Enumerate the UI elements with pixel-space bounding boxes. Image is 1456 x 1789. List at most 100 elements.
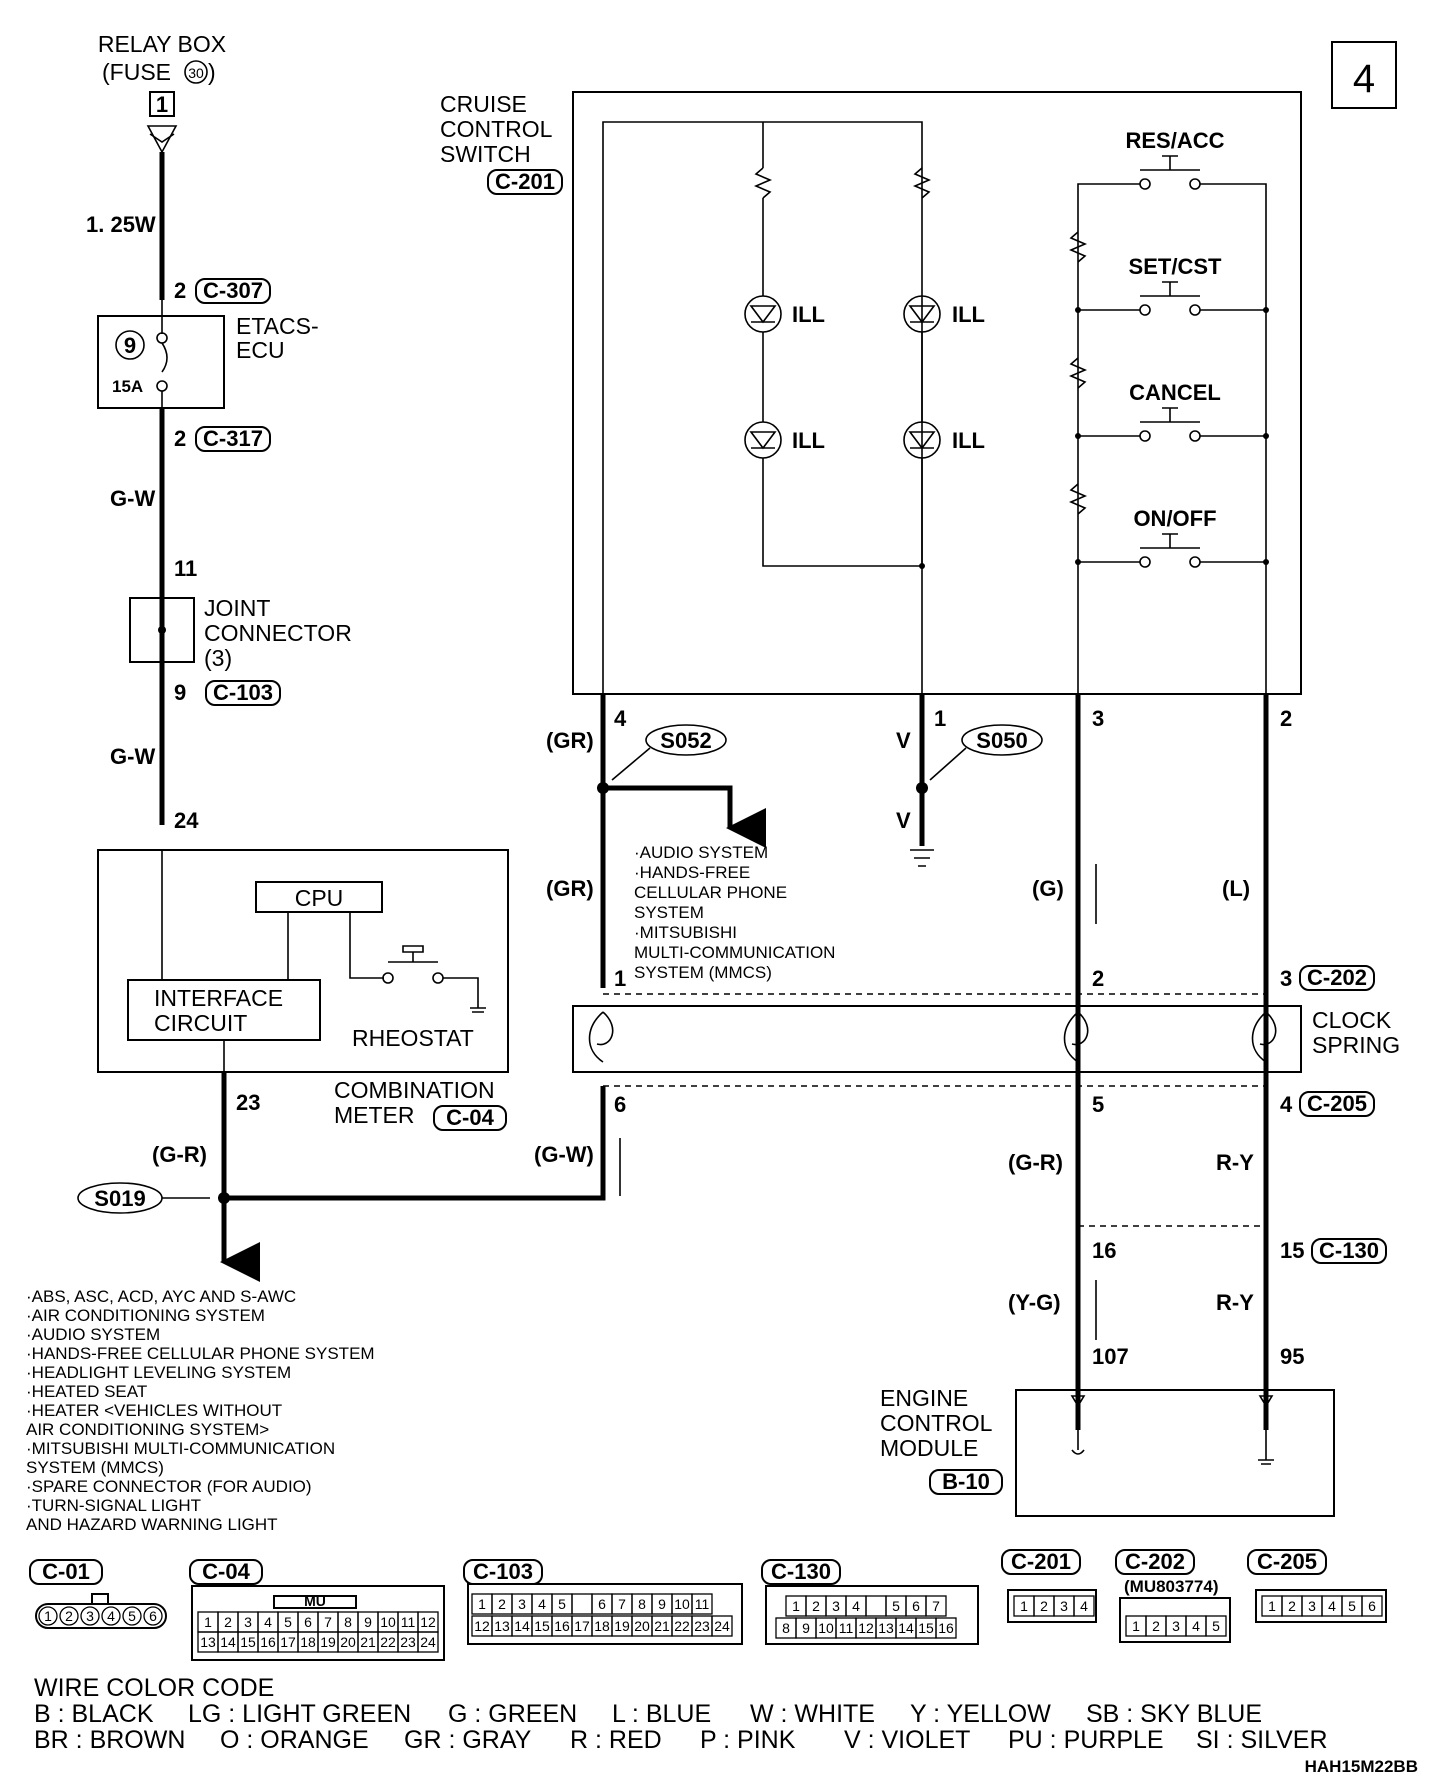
fuse-terminal-top: [156, 332, 168, 344]
junction-dot: [916, 782, 928, 794]
clock-pin-top-2: 2: [1092, 966, 1104, 991]
pin-number: 6: [912, 1598, 920, 1614]
pin-number: 5: [1212, 1618, 1220, 1634]
meter-pin-out: 23: [236, 1090, 260, 1115]
pin-number: 7: [618, 1596, 626, 1612]
ill-label-3: ILL: [792, 428, 825, 453]
connector-tag-text: C-201: [495, 169, 555, 194]
pin-number: 3: [832, 1598, 840, 1614]
clock-spring-coil: [1063, 1011, 1089, 1063]
fuse-15a-symbol: [161, 342, 168, 373]
connector-tag-text: C-201: [1011, 1549, 1071, 1574]
junction-dot: [919, 563, 925, 569]
combination-meter-box: [97, 849, 509, 1073]
ecm-input-symbol: [1071, 1449, 1085, 1455]
wire-code-entry: R : RED: [570, 1726, 662, 1754]
wire-code-entry: Y : YELLOW: [910, 1700, 1051, 1728]
list-item: ·MITSUBISHI: [634, 923, 737, 942]
wire-label-gw-3: (G-W): [534, 1142, 594, 1167]
connector-tag-c201: C-201: [487, 169, 563, 195]
wire-code-entry: PU : PURPLE: [1008, 1726, 1164, 1754]
connector-housing: [191, 1585, 445, 1661]
pin-number: 21: [360, 1634, 376, 1650]
resistor-4: [1068, 357, 1088, 389]
left-destination-list: ·ABS, ASC, ACD, AYC AND S-AWC ·AIR CONDI…: [26, 1287, 375, 1534]
page-number: 4: [1353, 57, 1375, 101]
resistor-1: [753, 167, 773, 199]
joint-label-2: CONNECTOR: [204, 620, 352, 646]
diagram-code: HAH15M22BB: [1305, 1757, 1418, 1776]
connector-tag-frame: [1247, 1549, 1327, 1575]
pin-number: 24: [420, 1634, 436, 1650]
connector-tag-c103-joint: C-103: [205, 680, 281, 706]
pin-number: 4: [107, 1608, 115, 1624]
rheostat-button: [388, 945, 438, 963]
ill-label-4: ILL: [952, 428, 985, 453]
pin-number: 15: [534, 1618, 550, 1634]
wire-label-gr-right: (G-R): [1008, 1150, 1063, 1175]
middle-destination-list: ·AUDIO SYSTEM ·HANDS-FREE CELLULAR PHONE…: [634, 843, 835, 982]
pin-cell: [417, 1631, 439, 1653]
list-item: ·AUDIO SYSTEM: [26, 1325, 160, 1344]
pin-number: 3: [518, 1596, 526, 1612]
pin-number: 21: [654, 1618, 670, 1634]
clock-label-1: CLOCK: [1312, 1007, 1392, 1033]
list-item: ·HEADLIGHT LEVELING SYSTEM: [26, 1363, 291, 1382]
branch-arrow: [603, 785, 766, 848]
pin-number: 22: [674, 1618, 690, 1634]
switch-on-off: [1075, 533, 1269, 568]
connector-tag-frame: [487, 169, 563, 195]
pin-cell: [865, 1595, 887, 1617]
wire-code-entry: V : VIOLET: [844, 1726, 970, 1754]
pin-number: 11: [401, 1614, 416, 1630]
pin-number: 12: [474, 1618, 490, 1634]
connector-tag-text: C-317: [203, 426, 263, 451]
pin-number: 16: [260, 1634, 276, 1650]
ecm-pin-16: 16: [1092, 1238, 1116, 1263]
wire-code-entry: GR : GRAY: [404, 1726, 532, 1754]
pin-cell: [59, 1606, 79, 1626]
led-group: [744, 295, 941, 567]
pin-number: 7: [324, 1614, 332, 1630]
switch-actuator: [1140, 155, 1200, 171]
pin-number: 6: [598, 1596, 606, 1612]
switch-label-res-acc: RES/ACC: [1125, 128, 1224, 153]
pin-cell: [711, 1615, 733, 1637]
etacs-label-2: ECU: [236, 337, 285, 363]
switch-label-set-cst: SET/CST: [1129, 254, 1222, 279]
pin-cell: [143, 1606, 163, 1626]
pin-number: 16: [938, 1620, 954, 1636]
connector-tag-frame: [929, 1469, 1003, 1495]
etacs-pin-top: 2: [174, 278, 186, 303]
connector-tag-text: C-103: [213, 680, 273, 705]
cruise-pin-2: 2: [1280, 706, 1292, 731]
list-item: ·AIR CONDITIONING SYSTEM: [26, 1306, 265, 1325]
connector-housing: [35, 1603, 167, 1629]
rheostat-switch: [382, 972, 394, 984]
pin-cell: [571, 1593, 593, 1615]
pin-number: 14: [898, 1620, 914, 1636]
ecm-label-1: ENGINE: [880, 1385, 968, 1411]
etacs-fuse-number: 9: [124, 333, 136, 358]
ecm-label-3: MODULE: [880, 1435, 978, 1461]
pin-cell: [101, 1606, 121, 1626]
pin-number: 23: [400, 1634, 416, 1650]
switch-label-cancel: CANCEL: [1129, 380, 1221, 405]
pin-number: 7: [932, 1598, 940, 1614]
pin-number: 3: [1060, 1598, 1068, 1614]
splice-label: S019: [94, 1186, 145, 1211]
wire-code-entry: L : BLUE: [612, 1700, 711, 1728]
ecm-ground-symbol: [1258, 1459, 1274, 1465]
switch-contact: [1189, 430, 1201, 442]
wire-label-g: (G): [1032, 876, 1064, 901]
connector-tag-frame: [195, 426, 271, 452]
pin-number: 16: [554, 1618, 570, 1634]
wire-label-yg: (Y-G): [1008, 1290, 1061, 1315]
connector-tag-c205: C-205: [1299, 1091, 1375, 1117]
connector-tag-frame: [1001, 1549, 1081, 1575]
